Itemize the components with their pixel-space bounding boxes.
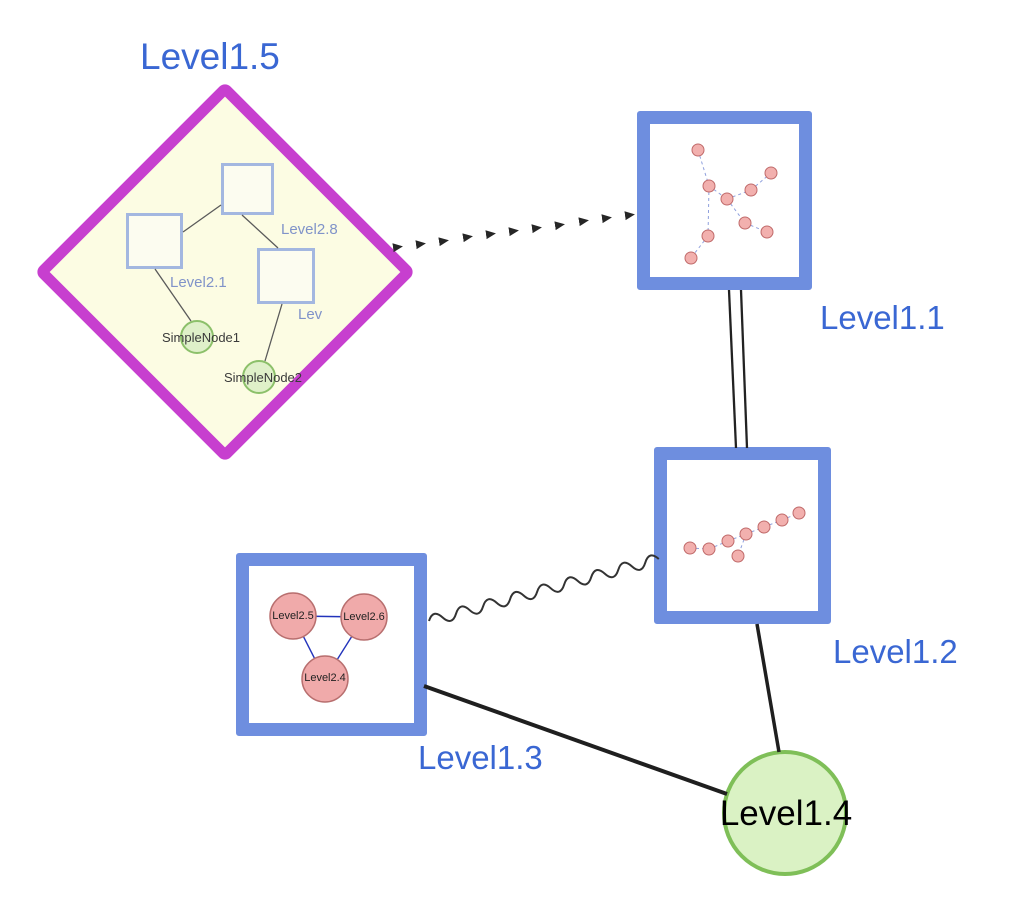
label-level14: Level1.4 (719, 794, 853, 833)
label-simplenode1: SimpleNode1 (161, 330, 241, 345)
sub-node-level28[interactable] (221, 163, 274, 215)
label-level25: Level2.5 (272, 610, 314, 622)
node-level14[interactable] (722, 750, 848, 876)
label-level12: Level1.2 (833, 633, 958, 670)
edge-level12-level14[interactable] (755, 623, 781, 753)
edge-level15-level11-arrow[interactable] (392, 211, 635, 253)
group-node-level13[interactable] (236, 553, 427, 736)
label-level11: Level1.1 (820, 299, 945, 336)
label-level13: Level1.3 (418, 739, 543, 776)
edge-level11-level12-double[interactable] (727, 289, 749, 449)
label-level15: Level1.5 (140, 36, 280, 77)
sub-node-simplenode2[interactable] (242, 360, 276, 394)
label-level24: Level2.4 (304, 672, 346, 684)
label-simplenode2: SimpleNode2 (223, 370, 303, 385)
label-level26: Level2.6 (343, 611, 385, 623)
group-node-level12[interactable] (654, 447, 831, 624)
edge-level13-level12-wavy[interactable] (428, 554, 661, 627)
sub-node-simplenode1[interactable] (180, 320, 214, 354)
sub-node-lev[interactable] (257, 248, 315, 304)
group-node-level15[interactable] (34, 81, 416, 463)
label-level28: Level2.8 (281, 221, 338, 238)
group-node-level11[interactable] (637, 111, 812, 290)
label-level21: Level2.1 (170, 274, 227, 291)
label-lev: Lev (298, 306, 323, 323)
sub-node-level21[interactable] (126, 213, 183, 269)
